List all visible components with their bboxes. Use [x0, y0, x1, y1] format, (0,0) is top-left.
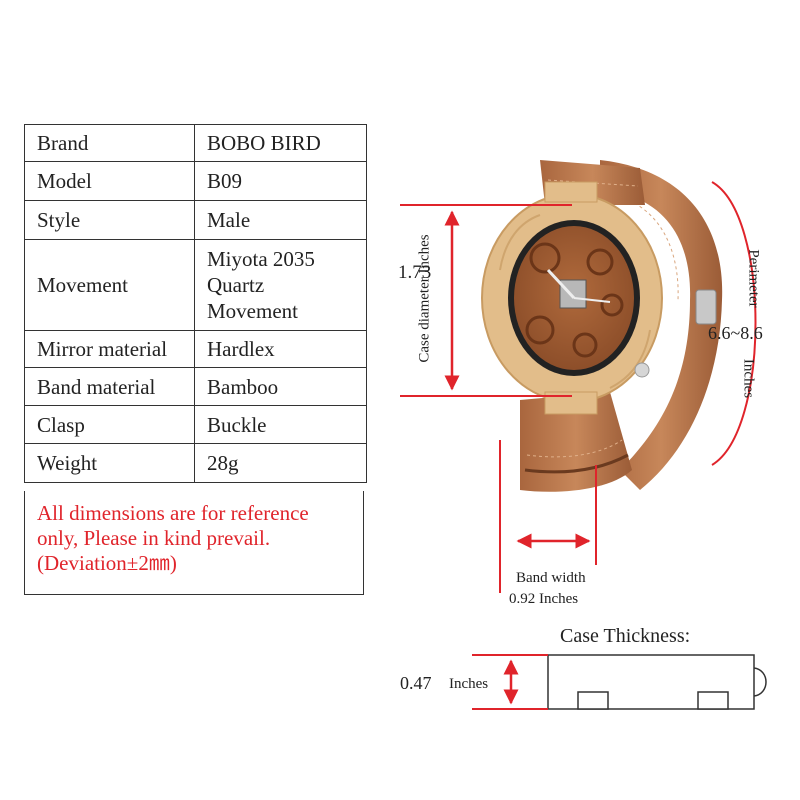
spec-value: 28g — [194, 443, 367, 483]
spec-value: Miyota 2035 Quartz Movement — [194, 239, 367, 331]
spec-key: Brand — [24, 124, 195, 162]
spec-key: Weight — [24, 443, 195, 483]
spec-row: Mirror material Hardlex — [24, 330, 367, 368]
spec-row: Clasp Buckle — [24, 405, 367, 444]
perimeter-label: Perimeter — [745, 249, 762, 308]
minute-hand — [573, 297, 611, 303]
thickness-unit: Inches — [449, 676, 489, 692]
spec-value: B09 — [194, 161, 367, 201]
spec-key: Mirror material — [24, 330, 195, 368]
reference-note: All dimensions are for reference only, P… — [24, 491, 364, 595]
band-width-label: Band width — [516, 570, 586, 586]
case-diameter-label: Case diameter Inches — [416, 234, 433, 363]
spec-key: Clasp — [24, 405, 195, 444]
spec-table: Brand BOBO BIRD Model B09 Style Male Mov… — [24, 124, 367, 483]
back-strap — [600, 160, 723, 490]
perimeter-value: 6.6~8.6 — [708, 323, 763, 343]
spec-value: Hardlex — [194, 330, 367, 368]
spec-row: Weight 28g — [24, 443, 367, 483]
spec-key: Style — [24, 200, 195, 240]
perimeter-marker — [711, 181, 757, 466]
thickness-value: 0.47 — [400, 673, 432, 693]
perimeter-unit: Inches — [740, 358, 757, 399]
buckle-icon — [695, 289, 717, 325]
spec-value: BOBO BIRD — [194, 124, 367, 162]
hour-hand — [546, 268, 576, 300]
spec-value: Male — [194, 200, 367, 240]
spec-row: Movement Miyota 2035 Quartz Movement — [24, 239, 367, 331]
band-width-marker — [499, 440, 597, 593]
case-diameter-value: 1.73 — [398, 262, 432, 283]
spec-row: Brand BOBO BIRD — [24, 124, 367, 162]
gear-icon — [525, 242, 624, 358]
spec-row: Style Male — [24, 200, 367, 240]
spec-key: Movement — [24, 239, 195, 331]
spec-row: Band material Bamboo — [24, 367, 367, 406]
case-thickness-title: Case Thickness: — [560, 625, 691, 647]
spec-row: Model B09 — [24, 161, 367, 201]
bottom-strap — [520, 392, 632, 492]
spec-key: Band material — [24, 367, 195, 406]
movement-window — [559, 279, 587, 309]
crown-icon — [634, 362, 650, 378]
case-thickness-diagram — [472, 654, 767, 710]
watch-case — [481, 181, 663, 415]
band-width-value: 0.92 Inches — [509, 591, 579, 607]
spec-key: Model — [24, 161, 195, 201]
case-diameter-marker — [400, 204, 572, 397]
